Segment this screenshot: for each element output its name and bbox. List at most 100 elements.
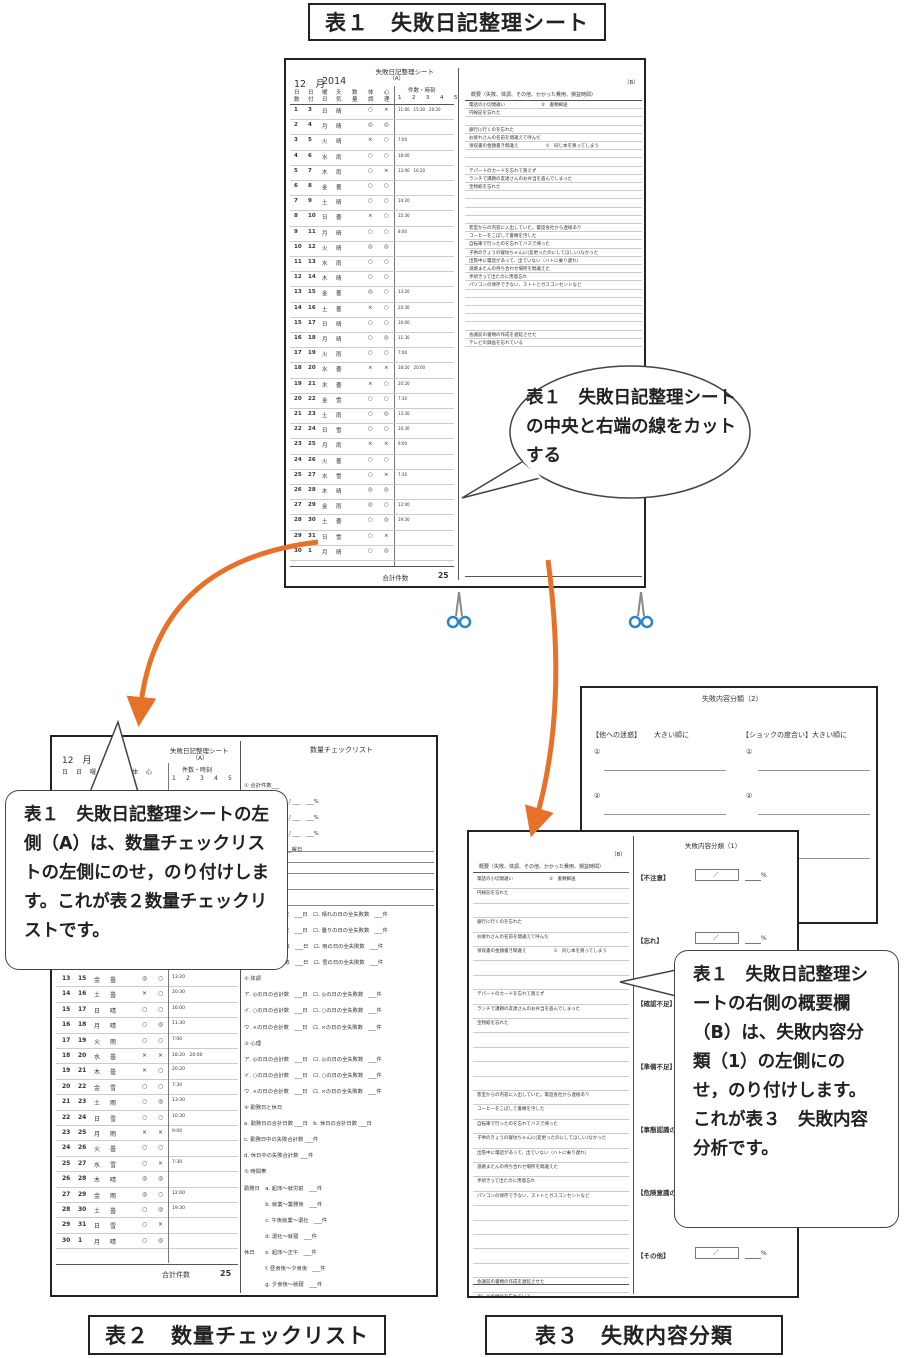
row-weather: 晴 <box>336 200 342 207</box>
row-mood: ○ <box>384 274 389 281</box>
row-health: ○ <box>368 228 373 235</box>
scissors-icon <box>628 591 654 629</box>
row-date: 3 <box>308 107 312 113</box>
category-label: 【事態認識の <box>637 1126 676 1134</box>
summary-rule <box>465 329 642 331</box>
row-date: 20 <box>78 1052 87 1059</box>
row-mood: × <box>158 1159 164 1167</box>
row-mood: ○ <box>158 1144 164 1152</box>
row-health: × <box>142 1129 148 1136</box>
row-times: 13:20 <box>172 975 185 980</box>
summary-rule <box>473 1262 629 1264</box>
row-times: 16:00 <box>398 319 410 325</box>
summary-header-rule <box>465 100 642 101</box>
summary-line: 会議前の書類の作成を遅延させた <box>469 332 537 338</box>
count-col: 5 <box>454 95 458 101</box>
row-day-number: 10 <box>294 243 302 250</box>
row-day-number: 20 <box>62 1082 71 1090</box>
row-weather: 晴 <box>110 1177 117 1185</box>
category-label: 【危険意識の <box>637 1189 676 1197</box>
row-health: ○ <box>368 426 373 433</box>
row-date: 30 <box>78 1206 87 1213</box>
row-rule <box>290 316 454 318</box>
summary-line: 手続きって出たのに用意忘れ <box>469 275 528 281</box>
row-health: ○ <box>142 1221 148 1229</box>
row-weekday: 金 <box>322 291 328 298</box>
summary-rule <box>473 1046 629 1048</box>
summary-rule <box>465 247 642 249</box>
row-date: 22 <box>78 1082 87 1090</box>
row-weather: 雪 <box>110 1084 117 1092</box>
col-header: 日 <box>62 769 69 776</box>
table-bottom-rule <box>56 1264 238 1265</box>
total-value: 25 <box>220 1269 232 1278</box>
row-times: 19:30 <box>172 1206 185 1211</box>
count-col: 4 <box>214 775 218 782</box>
row-rule <box>290 119 454 121</box>
row-weather: 雨 <box>336 504 342 511</box>
row-mood: ○ <box>158 990 164 998</box>
checklist-line: c. 午後就業〜退社 ___件 <box>244 1217 328 1224</box>
row-weekday: 木 <box>94 1177 101 1185</box>
count-col: 5 <box>228 775 232 782</box>
row-health: × <box>368 441 373 448</box>
row-rule <box>290 408 454 409</box>
sheet-title: 失敗日記整理シート <box>375 68 434 76</box>
count-col: 2 <box>412 95 416 101</box>
row-weather: 雨 <box>110 1131 117 1138</box>
callout-center: 表１ 失敗日記整理シートの中央と右端の線をカットする <box>526 388 736 466</box>
row-date: 19 <box>308 350 316 357</box>
row-day-number: 1 <box>294 107 298 113</box>
row-weather: 曇 <box>336 215 342 222</box>
part-a-label: （A） <box>389 76 404 82</box>
row-rule <box>290 514 454 516</box>
summary-line: 道路またんの待ち合わせ場所を間違えた <box>477 1165 558 1170</box>
summary-rule <box>473 888 629 890</box>
summary-bottom-rule <box>473 1284 629 1285</box>
summary-rule <box>473 1018 629 1019</box>
row-rule <box>56 986 238 988</box>
count-col: 3 <box>426 95 430 101</box>
row-day-number: 13 <box>294 289 302 296</box>
row-times: 19:30 <box>398 517 410 523</box>
summary-rule <box>473 917 629 919</box>
row-rule <box>56 1232 238 1234</box>
row-health: ◎ <box>368 243 373 250</box>
row-weather: 雨 <box>110 1100 117 1108</box>
row-weekday: 月 <box>94 1131 101 1138</box>
row-date: 28 <box>308 487 316 493</box>
checklist-line: ア. ◎の日の合計数 ___日 ロ. ◎の日の全失敗数 ___件 <box>244 1056 382 1063</box>
row-weather: 曇 <box>336 458 342 465</box>
summary-rule <box>473 1190 629 1192</box>
row-times: 10:30 <box>172 1113 185 1119</box>
row-rule <box>290 392 454 394</box>
row-health: × <box>368 137 373 144</box>
row-times: 11:30 <box>172 1021 185 1027</box>
summary-rule <box>465 198 642 200</box>
row-day-number: 9 <box>294 228 298 235</box>
row-times: 12:00 <box>172 1190 185 1196</box>
row-health: ○ <box>368 259 373 265</box>
row-mood: ◎ <box>384 547 389 554</box>
summary-line: 子供のきょうの寝坊ちゃんに(変更ったのにしてほしい)なかった <box>477 1136 607 1142</box>
checklist-line: ウ. ×の日の合計数 ___日 ロ. ×の日の全失敗数 ___件 <box>244 1024 382 1031</box>
row-health: ○ <box>368 107 373 113</box>
row-weather: 雨 <box>336 413 342 419</box>
summary-line: コーヒーをこぼして書類を汚した <box>477 1107 545 1113</box>
row-day-number: 17 <box>294 350 302 357</box>
row-mood: ○ <box>384 426 389 433</box>
row-weekday: 土 <box>94 1208 101 1215</box>
row-rule <box>290 499 454 501</box>
checklist-grid-rule <box>244 889 434 890</box>
row-day-number: 27 <box>294 502 302 509</box>
row-weekday: 火 <box>322 139 328 146</box>
row-weekday: 金 <box>322 504 328 511</box>
row-times: 13:30 <box>172 1098 185 1104</box>
summary-line: パソコンの保存できない、ストトとガスコンセントなど <box>469 283 582 289</box>
checklist-grid-rule <box>244 873 434 874</box>
summary-rule <box>473 1104 629 1106</box>
row-day-number: 6 <box>294 183 298 189</box>
row-weekday: 水 <box>322 154 328 161</box>
row-rule <box>56 1171 238 1173</box>
